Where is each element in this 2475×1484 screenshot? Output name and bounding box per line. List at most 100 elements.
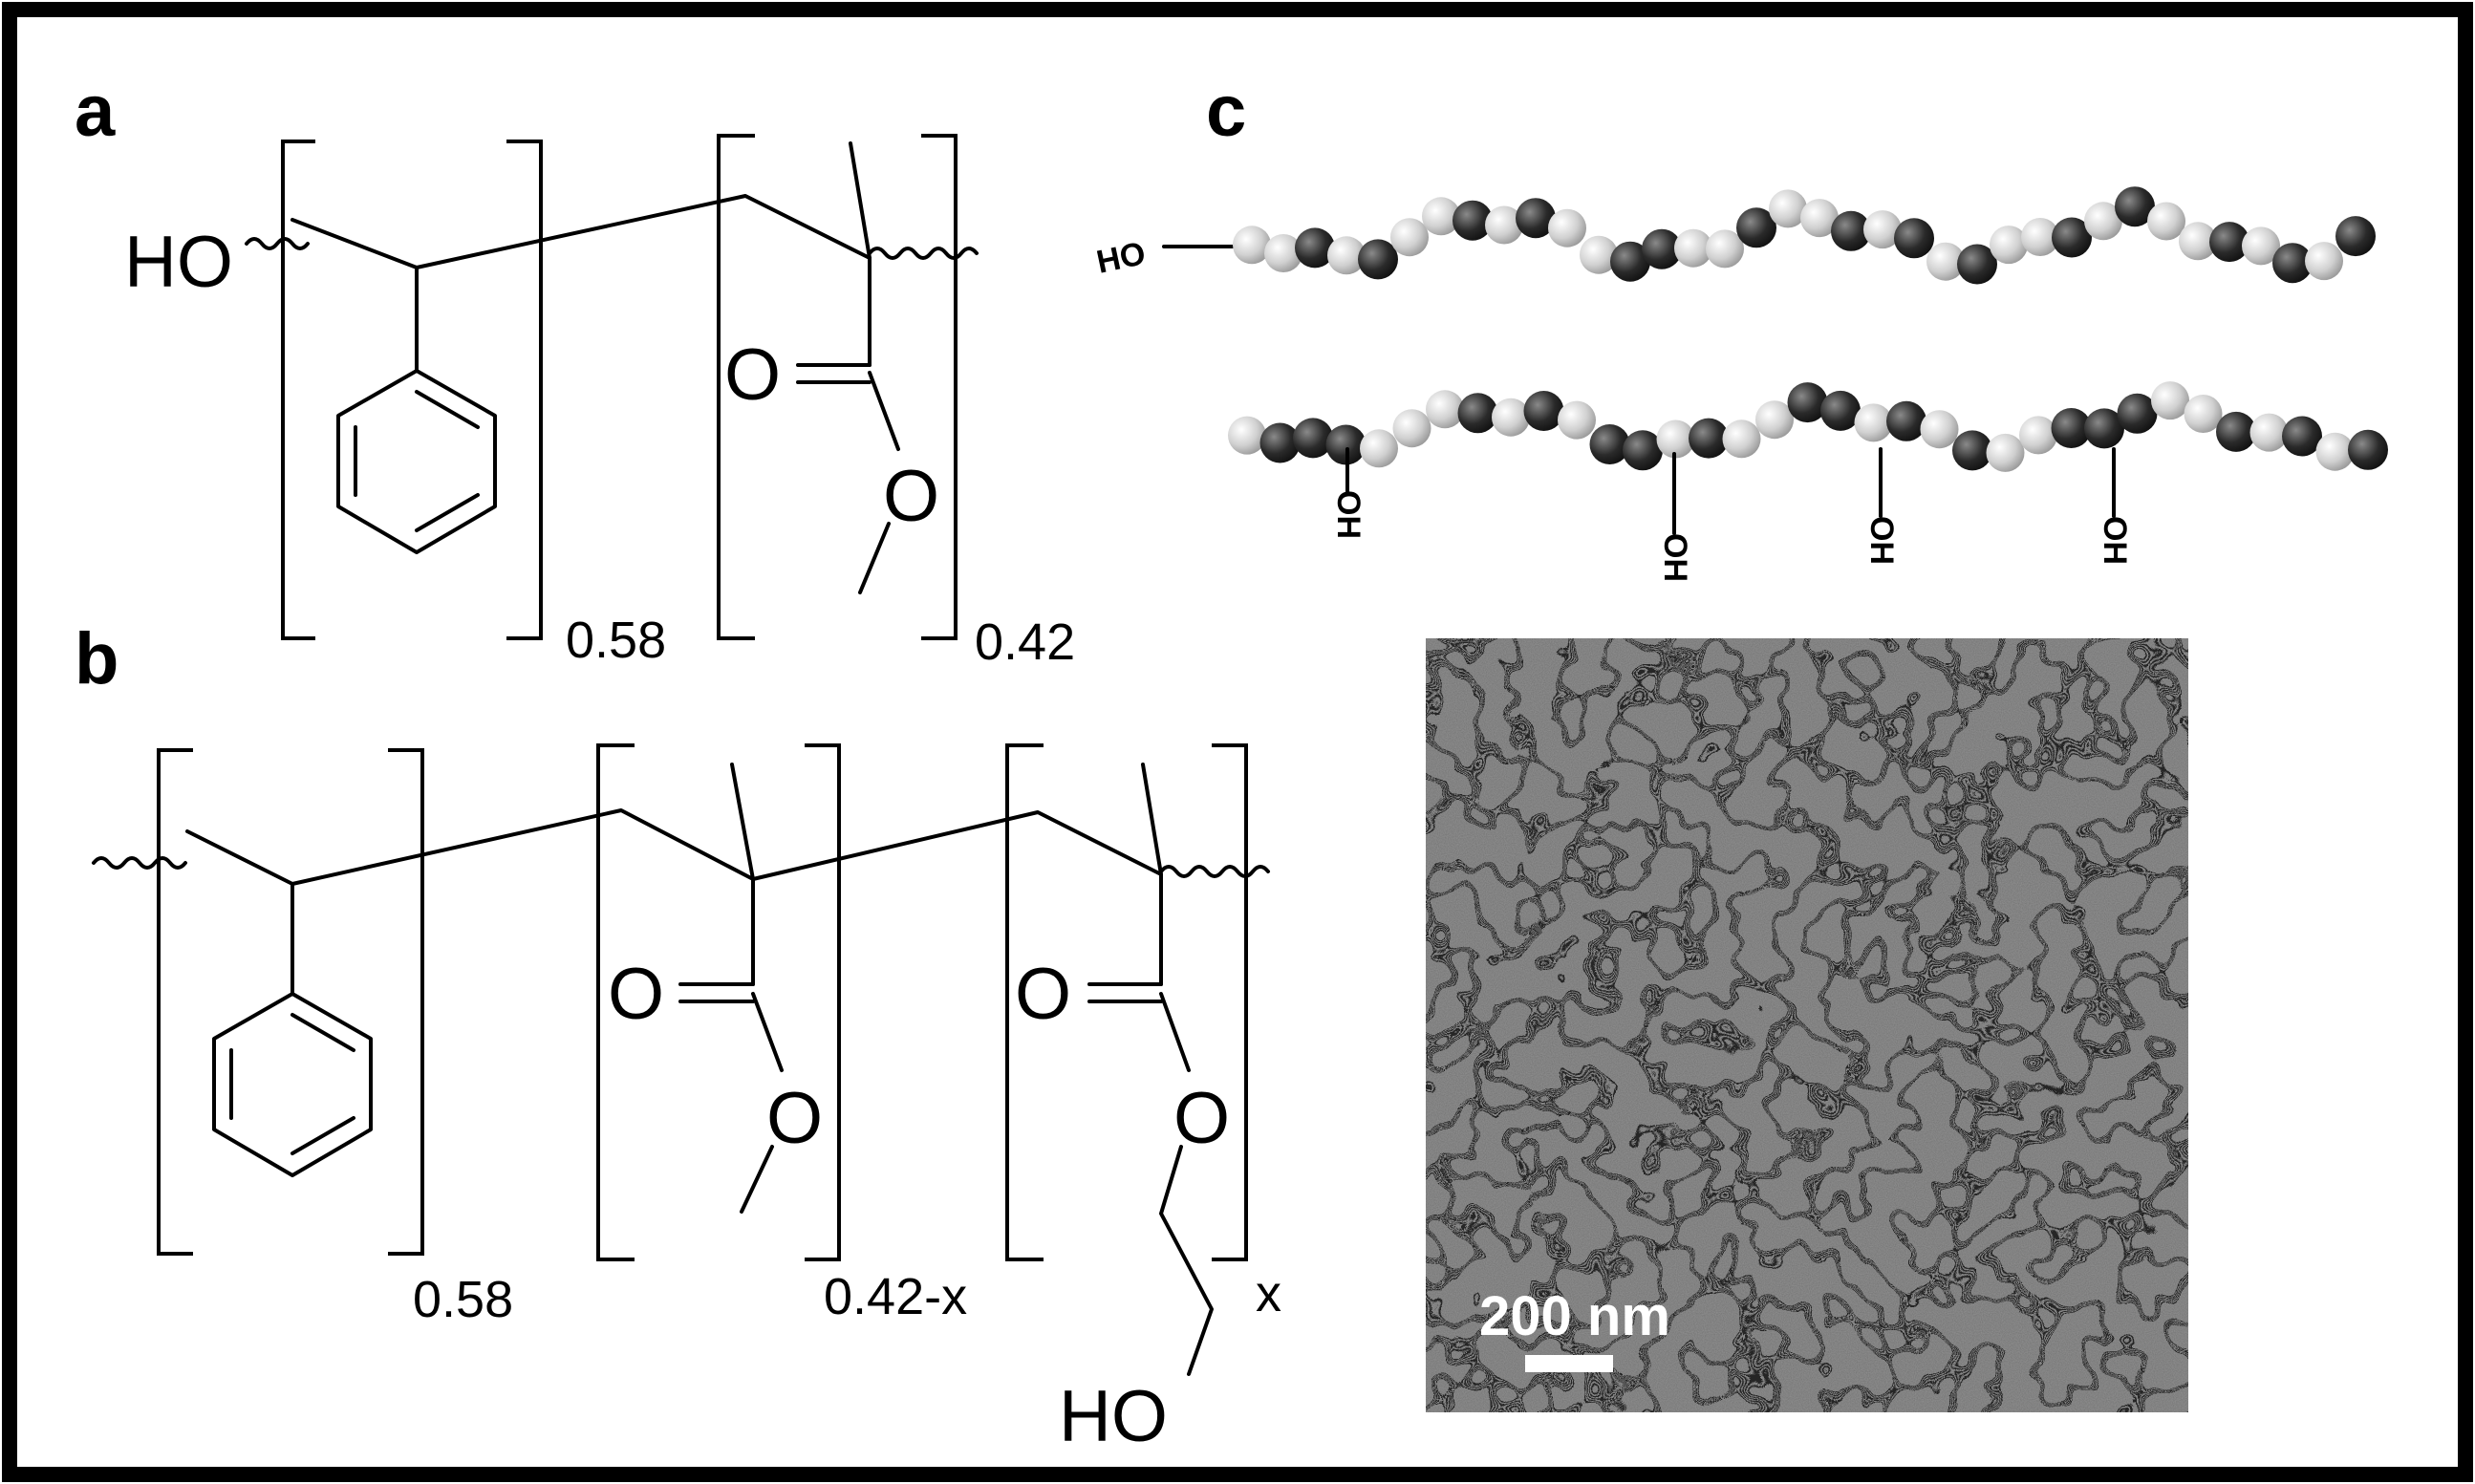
bead-light [2315, 432, 2355, 471]
bead-light [2019, 416, 2057, 455]
bead-light [1492, 398, 1530, 437]
bracket-b1-right [388, 748, 424, 1256]
subscript-hema-b: x [1256, 1265, 1281, 1323]
pendant-hydroxyl-group: OH [1330, 447, 1367, 539]
panel-a-label: a [75, 71, 116, 152]
bead-light [2249, 413, 2289, 452]
ester-bond-a [868, 371, 900, 451]
panel-a: a HO O O 0.58 0.42 [75, 71, 1075, 671]
pendant-oh-label: OH [1863, 516, 1900, 565]
carbonyl-oxygen-b2: O [1015, 954, 1071, 1035]
bracket-b2-left [596, 743, 635, 1261]
benzene-ring-b [212, 992, 373, 1177]
bead-light [1426, 390, 1464, 429]
carbonyl-oxygen-b1: O [608, 954, 664, 1035]
subscript-styrene-a: 0.58 [566, 612, 666, 669]
bead-dark [1259, 422, 1301, 463]
bead-dark [1293, 418, 1333, 459]
bead-light [1422, 197, 1460, 236]
bead-dark [1523, 391, 1564, 431]
wavy-bond-right-a [868, 247, 979, 260]
bead-light [2021, 218, 2059, 256]
ester-bond-b2 [1159, 992, 1191, 1072]
bead-dark [1457, 393, 1498, 434]
bracket-b3-right [1212, 743, 1248, 1261]
bead-light [1360, 429, 1398, 468]
bead-light [1233, 226, 1271, 265]
ester-oxygen-b1: O [766, 1078, 823, 1159]
bead-dark [1689, 418, 1729, 459]
bead-light [1863, 210, 1902, 249]
pendant-hydroxyl-group: OH [1863, 447, 1900, 565]
methoxy-bond-b1 [740, 1145, 774, 1214]
bead-light [2084, 202, 2122, 241]
bead-dark [2282, 416, 2322, 457]
backbone-a [291, 194, 872, 269]
bead-dark [1325, 424, 1367, 465]
carbonyl-oxygen-a: O [724, 334, 781, 416]
bead-dark [1952, 430, 1992, 471]
bead-light [1558, 400, 1596, 440]
bead-light [1580, 235, 1618, 274]
bead-dark [2117, 393, 2158, 434]
sem-micrograph: 200 nm [1426, 638, 2188, 1412]
bracket-styrene-right [506, 140, 543, 640]
carbonyl-double-bond-b2 [1087, 982, 1163, 1003]
benzene-ring-a [336, 369, 497, 554]
bead-light [1755, 400, 1794, 440]
bead-dark [2052, 217, 2092, 258]
bead-dark [1787, 382, 1828, 423]
bead-light [1926, 242, 1965, 281]
wavy-bond-right-b [1159, 865, 1270, 878]
scale-bar [1525, 1355, 1613, 1372]
methoxy-bond-a [858, 522, 891, 594]
pendant-oh-label: OH [1657, 533, 1693, 582]
bead-chain-upper [1233, 186, 2376, 285]
hydroxyl-end-group: HO [124, 222, 233, 303]
carbonyl-double-bond-b1 [678, 982, 755, 1003]
subscript-styrene-b: 0.58 [413, 1271, 513, 1328]
bead-dark [1610, 241, 1650, 282]
bead-dark [2051, 408, 2092, 448]
bead-light [1920, 410, 1959, 449]
bead-dark [1820, 390, 1861, 431]
ester-oxygen-a: O [883, 456, 939, 537]
bead-light [2151, 381, 2189, 420]
wavy-bond-left-b [92, 856, 187, 870]
panel-b-label: b [75, 618, 118, 699]
bead-dark [1516, 198, 1556, 239]
bracket-mma-left [717, 134, 755, 640]
scale-bar-label: 200 nm [1479, 1285, 1670, 1347]
bead-light [2305, 242, 2343, 281]
bead-dark [1623, 430, 1663, 471]
bead-dark [1736, 207, 1776, 248]
panel-c: c HO OH OH OH OH 200 nm [1093, 71, 2388, 1412]
panel-c-label: c [1206, 71, 1246, 152]
bead-light [2147, 202, 2185, 241]
bead-light [1706, 229, 1744, 269]
bead-light [1327, 236, 1366, 275]
carbonyl-double-bond-a [796, 363, 872, 384]
bead-light [1548, 208, 1586, 247]
bead-dark [2216, 411, 2256, 452]
bead-light [1485, 205, 1523, 245]
bead-dark [2084, 408, 2124, 449]
terminal-hydroxyl-b: HO [1059, 1376, 1168, 1457]
bead-dark [2272, 243, 2313, 284]
subscript-mma-a: 0.42 [975, 613, 1075, 671]
bead-light [2242, 226, 2280, 266]
methyl-bond-b2 [1141, 763, 1163, 876]
bead-light [1228, 416, 1266, 455]
bracket-styrene-left [281, 140, 315, 640]
pendant-oh-label: OH [1330, 490, 1367, 539]
bracket-b3-left [1005, 743, 1044, 1261]
bead-dark [1957, 244, 1997, 285]
bead-light [1656, 419, 1695, 459]
bead-light [1390, 218, 1429, 257]
micrograph-image [1426, 638, 2188, 1412]
methyl-bond-a [849, 141, 872, 260]
panel-b: b O O O O HO 0.58 0.42-x x [75, 618, 1281, 1457]
bead-dark [1589, 424, 1630, 464]
bead-dark [2209, 222, 2249, 263]
